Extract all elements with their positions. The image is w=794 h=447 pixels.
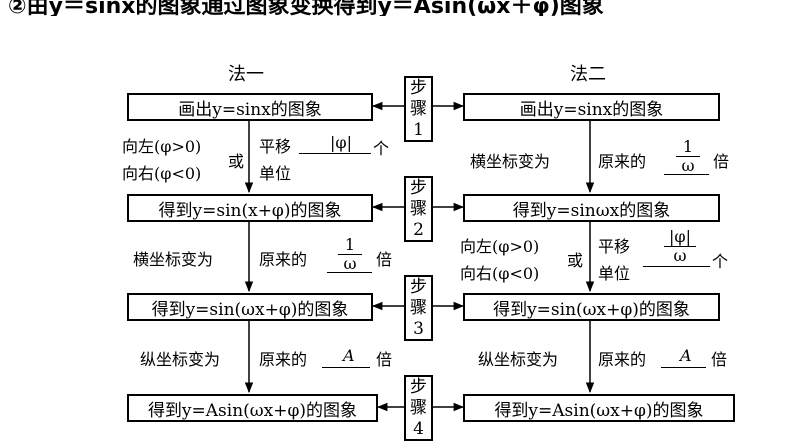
right-horiz-change-label: 横坐标变为 — [470, 152, 551, 171]
left-fraction-den: ω — [343, 254, 357, 273]
right-fraction-underline — [664, 156, 709, 175]
step-1-mid: 骤 — [410, 99, 427, 119]
right-original-label: 原来的 — [598, 152, 647, 171]
right-box-3: 得到y=sin(ωx+φ)的图象 — [463, 293, 720, 321]
left-horiz-change-label: 横坐标变为 — [133, 250, 214, 269]
step-4-num: 4 — [413, 419, 424, 439]
right-phi-fraction-num: |φ| — [669, 227, 691, 246]
right-phi-underline — [643, 248, 710, 267]
left-A-value: A — [343, 346, 355, 365]
method-one-header: 法一 — [228, 64, 264, 85]
left-bei-label-2: 倍 — [376, 350, 393, 369]
right-fraction: 1 ω — [676, 138, 700, 175]
left-shift-left-label: 向左(φ>0) — [122, 137, 202, 156]
left-original-label: 原来的 — [259, 250, 308, 269]
left-fraction-bar — [338, 254, 362, 255]
left-bei-label-1: 倍 — [376, 250, 393, 269]
right-phi-fraction: |φ| ω — [664, 228, 696, 265]
left-box-2: 得到y=sin(x+φ)的图象 — [127, 194, 373, 222]
step-box-1: 步 骤 1 — [404, 76, 433, 142]
step-1-top: 步 — [410, 78, 427, 98]
page-title: ②由y＝sinx的图象通过图象变换得到y＝Asin(ωx＋φ)图象 — [8, 0, 604, 16]
left-fraction: 1 ω — [338, 236, 362, 273]
right-phi-fraction-den: ω — [673, 246, 687, 265]
right-translate-label: 平移 — [598, 237, 631, 256]
step-3-top: 步 — [410, 277, 427, 297]
left-shift-right-label: 向右(φ<0) — [122, 164, 202, 183]
left-or-label: 或 — [228, 152, 245, 171]
right-box-4: 得到y=Asin(ωx+φ)的图象 — [463, 394, 735, 422]
right-A-value: A — [680, 346, 692, 365]
step-3-mid: 骤 — [410, 298, 427, 318]
right-unit-label: 单位 — [598, 264, 631, 283]
left-ge-label: 个 — [373, 139, 390, 158]
left-translate-label: 平移 — [259, 137, 292, 156]
left-abs-phi: |φ| — [330, 133, 352, 152]
right-ge-label: 个 — [712, 252, 729, 271]
step-1-num: 1 — [413, 120, 424, 140]
step-box-4: 步 骤 4 — [404, 375, 433, 441]
right-original-label-2: 原来的 — [598, 350, 647, 369]
left-box-3: 得到y=sin(ωx+φ)的图象 — [127, 293, 373, 321]
left-fraction-underline — [327, 254, 372, 273]
left-abs-phi-underline — [299, 133, 371, 154]
left-box-4: 得到y=Asin(ωx+φ)的图象 — [127, 394, 378, 422]
step-box-3: 步 骤 3 — [404, 275, 433, 341]
step-3-num: 3 — [413, 319, 424, 339]
left-vert-change-label: 纵坐标变为 — [140, 350, 221, 369]
right-fraction-bar — [676, 156, 700, 157]
left-fraction-num: 1 — [344, 235, 356, 254]
right-bei-label-2: 倍 — [711, 350, 728, 369]
right-A-underline — [661, 346, 706, 368]
right-shift-left-label: 向左(φ>0) — [460, 237, 540, 256]
right-fraction-num: 1 — [682, 137, 694, 156]
right-or-label: 或 — [567, 251, 584, 270]
left-box-1: 画出y=sinx的图象 — [127, 93, 373, 121]
left-A-underline — [322, 346, 370, 368]
left-original-label-2: 原来的 — [259, 350, 308, 369]
right-shift-right-label: 向右(φ<0) — [460, 264, 540, 283]
step-box-2: 步 骤 2 — [404, 176, 433, 242]
right-fraction-den: ω — [681, 156, 695, 175]
right-box-1: 画出y=sinx的图象 — [463, 93, 720, 121]
right-box-2: 得到y=sinωx的图象 — [463, 194, 720, 222]
step-4-top: 步 — [410, 377, 427, 397]
right-phi-fraction-bar — [664, 246, 696, 247]
step-2-mid: 骤 — [410, 199, 427, 219]
right-bei-label-1: 倍 — [713, 152, 730, 171]
right-vert-change-label: 纵坐标变为 — [478, 350, 559, 369]
step-2-top: 步 — [410, 178, 427, 198]
method-two-header: 法二 — [570, 64, 606, 85]
left-unit-label: 单位 — [259, 164, 292, 183]
step-2-num: 2 — [413, 220, 424, 240]
step-4-mid: 骤 — [410, 398, 427, 418]
